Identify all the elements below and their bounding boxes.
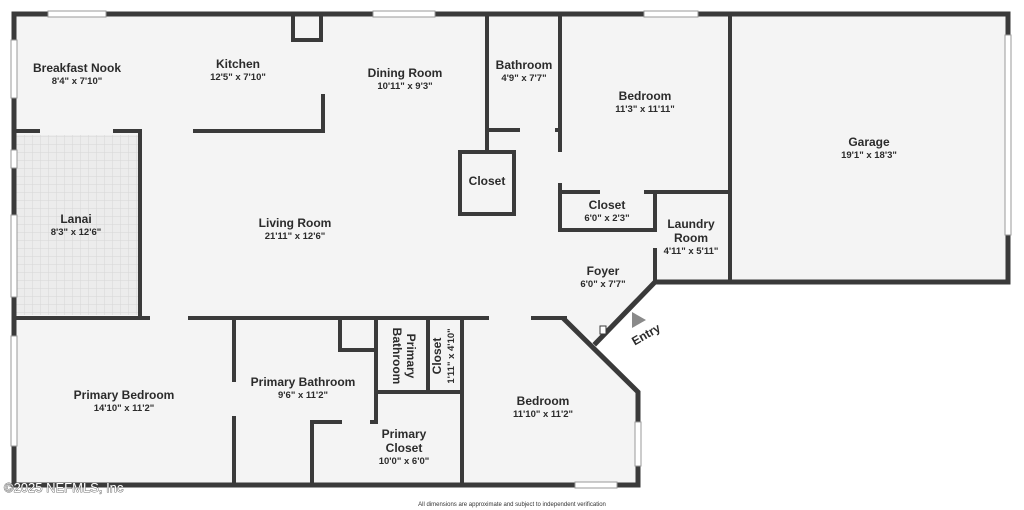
entry-arrow-icon (632, 312, 646, 328)
bedroom-2-label: Bedroom (619, 89, 672, 103)
copyright-watermark: ©2025 NEFMLS, Inc (4, 480, 124, 495)
small-closet-label: Closet (430, 338, 444, 375)
primary-closet-label-line2: Closet (386, 441, 423, 455)
hall-closet-label: Closet (469, 174, 506, 188)
primary-bedroom-dimensions: 14'10" x 11'2" (94, 403, 155, 414)
foyer-label: Foyer (587, 264, 620, 278)
living-room-dimensions: 21'11" x 12'6" (265, 231, 326, 242)
primary-bathroom-dimensions: 9'6" x 11'2" (278, 390, 328, 401)
bedroom-closet-dimensions: 6'0" x 2'3" (584, 213, 629, 224)
bathroom-label: Bathroom (496, 58, 553, 72)
window (47, 10, 107, 18)
bedroom-closet-label: Closet (589, 198, 626, 212)
dimensions-disclaimer: All dimensions are approximate and subje… (418, 502, 606, 508)
window (10, 39, 18, 99)
window (10, 214, 18, 298)
door-handle (599, 325, 607, 335)
lanai-tile-floor (16, 135, 138, 315)
garage-label: Garage (848, 135, 890, 149)
window (372, 10, 436, 18)
breakfast-nook-label: Breakfast Nook (33, 61, 121, 75)
bedroom-2-dimensions: 11'3" x 11'11" (615, 104, 675, 115)
windows (10, 10, 1012, 489)
primary-bedroom-label: Primary Bedroom (74, 388, 175, 402)
living-room-label: Living Room (259, 216, 332, 230)
dining-room-label: Dining Room (368, 66, 443, 80)
window (574, 481, 618, 489)
dining-room-dimensions: 10'11" x 9'3" (377, 81, 432, 92)
primary-closet-label-line1: Primary (382, 427, 427, 441)
primary-bathroom-small-label-line1: Primary (404, 334, 418, 379)
kitchen-label: Kitchen (216, 57, 260, 71)
kitchen-dimensions: 12'5" x 7'10" (210, 72, 266, 83)
laundry-dimensions: 4'11" x 5'11" (664, 246, 719, 257)
bedroom-3-label: Bedroom (517, 394, 570, 408)
bathroom-dimensions: 4'9" x 7'7" (501, 73, 546, 84)
primary-bathroom-label: Primary Bathroom (251, 375, 356, 389)
window (634, 421, 642, 467)
lanai-label: Lanai (60, 212, 91, 226)
breakfast-nook-dimensions: 8'4" x 7'10" (52, 76, 103, 87)
window (643, 10, 699, 18)
primary-closet-dimensions: 10'0" x 6'0" (379, 456, 430, 467)
interior-walls (12, 14, 732, 487)
foyer-dimensions: 6'0" x 7'7" (580, 279, 625, 290)
window (10, 149, 18, 169)
laundry-label-line1: Laundry (667, 217, 715, 231)
floor-area (14, 14, 1008, 485)
lanai-dimensions: 8'3" x 12'6" (51, 227, 102, 238)
primary-bathroom-small-label-line2: Bathroom (390, 328, 404, 385)
window (1004, 34, 1012, 236)
bedroom-3-dimensions: 11'10" x 11'2" (513, 409, 573, 420)
laundry-label-line2: Room (674, 231, 708, 245)
window (10, 335, 18, 447)
small-closet-dimensions: 1'11" x 4'10" (446, 328, 457, 383)
garage-dimensions: 19'1" x 18'3" (841, 150, 897, 161)
